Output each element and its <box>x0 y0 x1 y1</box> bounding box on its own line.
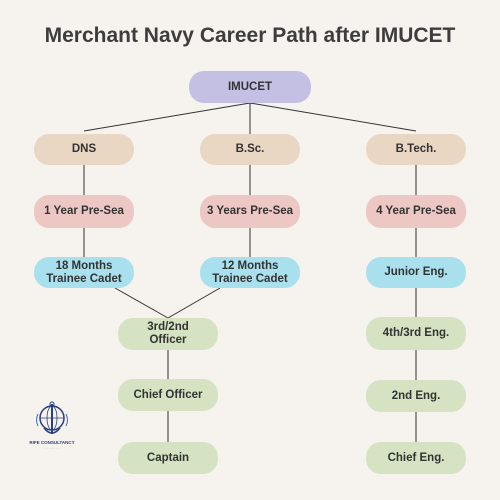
company-logo: RIFE CONSULTANCY · · · · · · · · · · <box>24 400 80 460</box>
node-presea-dns: 1 Year Pre-Sea <box>34 195 134 228</box>
anchor-globe-icon <box>36 401 68 434</box>
logo-name: RIFE CONSULTANCY <box>29 440 75 445</box>
node-bsc: B.Sc. <box>200 134 300 165</box>
node-btech: B.Tech. <box>366 134 466 165</box>
node-imucet: IMUCET <box>189 71 311 103</box>
node-third-second-officer: 3rd/2nd Officer <box>118 318 218 350</box>
node-second-eng: 2nd Eng. <box>366 380 466 412</box>
node-dns: DNS <box>34 134 134 165</box>
node-presea-bsc: 3 Years Pre-Sea <box>200 195 300 228</box>
node-captain: Captain <box>118 442 218 474</box>
node-chief-eng: Chief Eng. <box>366 442 466 474</box>
node-cadet-dns: 18 Months Trainee Cadet <box>34 257 134 288</box>
node-presea-btech: 4 Year Pre-Sea <box>366 195 466 228</box>
node-fourth-third-eng: 4th/3rd Eng. <box>366 317 466 350</box>
node-junior-eng: Junior Eng. <box>366 257 466 288</box>
logo-tagline-decoration: · · · · · · · · · · <box>43 446 61 450</box>
node-cadet-bsc: 12 Months Trainee Cadet <box>200 257 300 288</box>
page-title: Merchant Navy Career Path after IMUCET <box>44 24 456 47</box>
node-chief-officer: Chief Officer <box>118 379 218 411</box>
